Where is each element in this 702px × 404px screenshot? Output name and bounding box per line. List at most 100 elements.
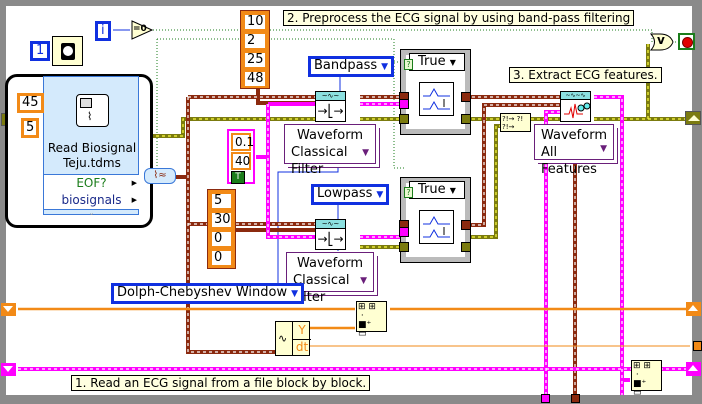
or-function[interactable]: v — [649, 33, 674, 51]
cutoff-boolean[interactable]: T — [231, 171, 245, 184]
lowpass-filter-subvi[interactable] — [419, 210, 454, 244]
ecg-wave-icon: ⌇ — [87, 110, 93, 123]
orange-wires — [18, 307, 690, 330]
comment-step-2: 2. Preprocess the ECG signal by using ba… — [283, 10, 635, 26]
case-selector-2[interactable]: True ▼ — [409, 181, 465, 199]
dropdown-arrow-icon: ▼ — [291, 289, 299, 299]
shift-register-right-waveform[interactable] — [685, 111, 701, 125]
triangle-up-icon — [688, 115, 700, 121]
dropdown-arrow-icon: ▼ — [381, 62, 389, 72]
wait-function[interactable] — [52, 36, 83, 66]
lowpass-type-ring[interactable]: Lowpass▼ — [311, 184, 390, 205]
case2-tunnel-olive-in — [399, 242, 409, 252]
cutoff-cluster-constant[interactable]: 0.1 40 T — [227, 129, 255, 184]
dropdown-arrow-icon: ▼ — [449, 186, 456, 195]
expand-chevron-icon[interactable]: ⌄ — [88, 209, 95, 217]
dropdown-arrow-icon: ▼ — [360, 276, 367, 286]
triangle-up-icon — [688, 305, 698, 311]
preprocess-value-1[interactable]: 2 — [243, 32, 267, 50]
comment-step-1: 1. Read an ECG signal from a file block … — [71, 375, 371, 391]
lowpass-filter-icon: →⎣→ — [317, 104, 344, 118]
build-array-icon: ?!→ ?!?!→ — [502, 115, 524, 131]
lowpass-value-1[interactable]: 30 — [210, 211, 233, 229]
lowpass-value-0[interactable]: 5 — [210, 192, 233, 210]
shift-register-right-orange[interactable] — [686, 302, 701, 316]
window-type-ring[interactable]: Dolph-Chebyshev Window▼ — [111, 283, 305, 304]
stop-condition-terminal[interactable] — [678, 33, 695, 50]
case-selector-label: True — [418, 54, 446, 69]
preprocess-value-2[interactable]: 25 — [243, 51, 267, 69]
dropdown-arrow-icon: ▼ — [449, 58, 456, 67]
equal-zero-label: =0 — [133, 24, 147, 34]
filter-header-icon: ~∿~ — [316, 220, 345, 229]
waveform-icon: ∿ — [278, 332, 288, 345]
or-gate-shape — [649, 33, 674, 51]
features-polymorphic-selector[interactable]: Waveform All Features ▼ — [534, 124, 614, 177]
equal-zero-function[interactable]: =0 — [131, 20, 154, 40]
biosignals-output[interactable]: biosignals ▶ — [44, 192, 139, 210]
lowpass-filter-vi[interactable]: ~∿~ →⎣→ — [315, 219, 346, 250]
cutoff-low[interactable]: 0.1 — [231, 133, 254, 151]
get-waveform-output-dt: dt — [292, 339, 311, 356]
case2-selector-terminal: ? — [404, 187, 413, 198]
poly-line-2: All Features — [541, 145, 597, 177]
bandpass-filter-subvi[interactable] — [419, 82, 454, 116]
case2-tunnel-olive-out — [461, 242, 471, 252]
poly-line-2: Classical Filter — [291, 145, 348, 177]
shift-register-left-orange[interactable] — [1, 303, 16, 316]
comment-step-3: 3. Extract ECG features. — [509, 67, 662, 83]
read-node-title-1: Read Biosignal — [47, 141, 137, 155]
get-waveform-components[interactable]: ∿ Y dt — [275, 321, 311, 356]
bandpass-label: Bandpass — [314, 58, 378, 73]
triangle-down-icon — [3, 366, 13, 372]
bandpass-filter-vi[interactable]: ~∿~ →⎣→ — [315, 91, 346, 122]
convert-to-waveform-node[interactable]: ⌇≈ — [144, 168, 176, 184]
filter-header-icon: ~∿~ — [316, 92, 345, 101]
replace-array-subset-node-1[interactable]: ⊞ ⊞ ·■⁺▭ — [356, 301, 387, 339]
or-label: v — [657, 33, 665, 47]
preprocess-value-3[interactable]: 48 — [243, 70, 267, 88]
dropdown-arrow-icon: ▼ — [362, 148, 369, 158]
build-array-node[interactable]: ?!→ ?!?!→ — [500, 113, 531, 132]
preprocess-array-constant[interactable]: 10 2 25 48 — [240, 10, 270, 89]
triangle-down-icon — [3, 306, 13, 312]
eof-output[interactable]: EOF?▶ — [44, 174, 139, 193]
biosignals-label: biosignals — [61, 193, 122, 207]
read-biosignal-node[interactable]: ⌇ Read Biosignal Teju.tdms EOF?▶ biosign… — [43, 76, 139, 217]
replace-array-subset-node-2[interactable]: ⊞ ⊞ ·■⁺▭ — [631, 360, 662, 398]
poly-line-1: Waveform — [297, 128, 363, 143]
window-label: Dolph-Chebyshev Window — [117, 285, 288, 300]
case-selector-label: True — [418, 182, 446, 197]
lowpass-filter-icon: →⎣→ — [317, 232, 344, 246]
dropdown-arrow-icon: ▼ — [376, 190, 384, 200]
eof-label: EOF? — [76, 176, 107, 190]
shift-register-right-pink[interactable] — [686, 362, 701, 376]
folder-icon — [80, 98, 92, 108]
case1-tunnel-brown-out — [461, 92, 471, 102]
shift-register-left-pink[interactable] — [1, 363, 16, 376]
case1-selector-terminal: ? — [404, 59, 413, 70]
preprocess-value-0[interactable]: 10 — [243, 13, 267, 31]
tunnel-right-orange — [693, 341, 702, 351]
tunnel-bottom-brown — [571, 394, 580, 403]
extract-features-vi[interactable]: ~∿~∿ — [560, 91, 591, 122]
lowpass-array-constant[interactable]: 5 30 0 0 — [207, 189, 236, 269]
brown-wire-dots — [187, 96, 576, 398]
lowpass-value-2[interactable]: 0 — [210, 230, 233, 248]
ecg-feature-glasses-icon — [564, 102, 591, 119]
tunnel-bottom-pink — [541, 394, 550, 403]
wait-ms-constant[interactable]: 1 — [30, 41, 51, 61]
case1-tunnel-olive-in — [399, 114, 409, 124]
bandpass-type-ring[interactable]: Bandpass▼ — [308, 56, 395, 77]
lowpass-value-3[interactable]: 0 — [210, 249, 233, 267]
bandpass-polymorphic-selector[interactable]: Waveform Classical Filter ▼ — [284, 124, 376, 177]
pink-wire-dots — [18, 96, 690, 398]
while-loop-border-left — [0, 0, 6, 398]
read-param-45[interactable]: 45 — [17, 93, 44, 113]
case2-tunnel-pink-in — [399, 227, 409, 237]
cutoff-high[interactable]: 40 — [231, 152, 251, 170]
case-selector-1[interactable]: True ▼ — [409, 53, 465, 71]
arrow-right-icon: ▶ — [131, 196, 137, 204]
filter-response-icon — [423, 87, 450, 110]
read-param-5[interactable]: 5 — [21, 118, 40, 138]
